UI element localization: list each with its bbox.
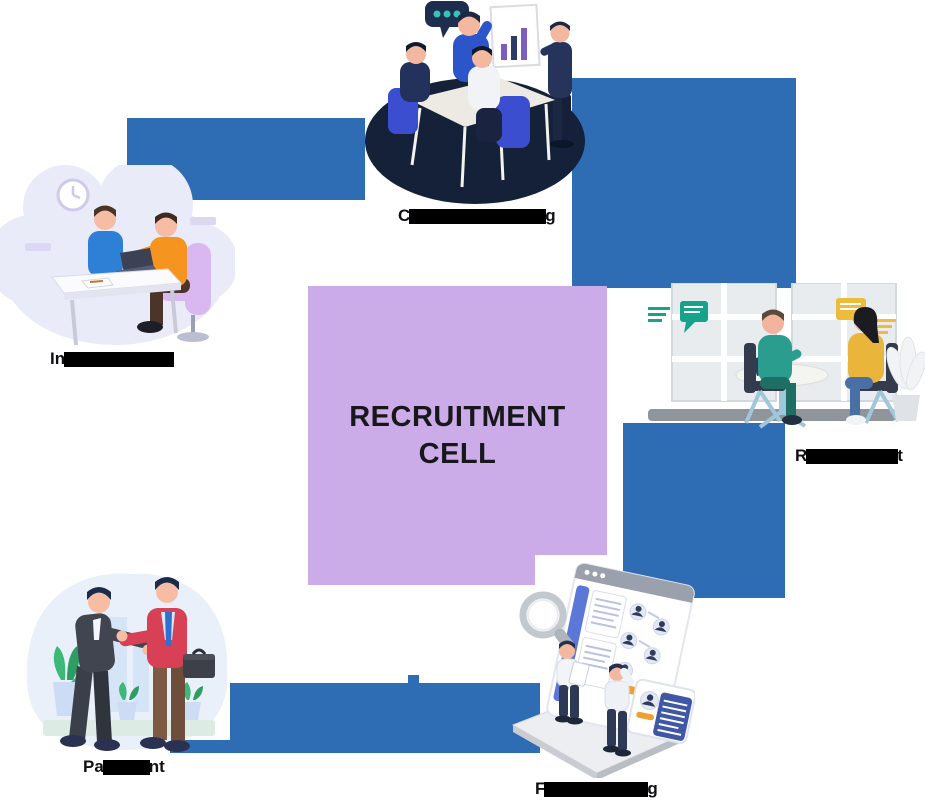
label-right-suffix: t (897, 446, 903, 465)
label-top-suffix: g (545, 206, 556, 225)
person-teal (744, 309, 802, 425)
clock-icon (56, 178, 90, 212)
plant (886, 336, 925, 421)
label-bottom-left-suffix: nt (148, 757, 165, 776)
connector-bottom-notch (408, 675, 419, 684)
presentation-board-icon (489, 3, 541, 69)
connector-bottom (230, 683, 540, 750)
redaction-bar (64, 351, 175, 367)
person-with-clipboard (555, 640, 590, 725)
candidate-screening-magnifier-illustration (511, 562, 695, 778)
candidate-card (626, 678, 695, 744)
label-bottom-center-prefix: F (535, 779, 546, 798)
handshake-placement-illustration (26, 573, 228, 752)
briefcase-icon (183, 648, 215, 678)
connector-bottom-strip (170, 740, 540, 753)
connector-right-middle (623, 423, 785, 598)
label-bottom-left-step: Pa nt (83, 757, 165, 777)
interview-at-desk-illustration (0, 165, 235, 346)
label-bottom-left-prefix: Pa (83, 757, 104, 776)
speech-bubble-teal-icon (648, 301, 708, 333)
redaction-bar (409, 208, 547, 224)
desk (51, 268, 183, 346)
label-top-prefix: C (398, 206, 411, 225)
connector-right-top (572, 78, 796, 288)
label-right-prefix: R (795, 446, 808, 465)
center-box-line1: RECRUITMENT (349, 401, 566, 434)
interviewer-person (88, 205, 132, 277)
label-left-prefix: In (50, 349, 66, 368)
presenter-person (540, 21, 574, 148)
center-box-line2: CELL (418, 437, 497, 470)
seated-person-left (388, 42, 430, 134)
label-bottom-center-suffix: g (647, 779, 658, 798)
label-left-step: In (50, 349, 175, 369)
recruitment-cell-box: RECRUITMENT CELL (308, 286, 607, 585)
team-meeting-presentation-illustration (365, 1, 585, 204)
redaction-bar (806, 448, 899, 464)
redaction-bar (544, 781, 649, 797)
person-back-view (603, 663, 634, 757)
redaction-bar (102, 759, 150, 775)
seated-person-right (468, 46, 530, 148)
businessman-red (116, 577, 215, 752)
two-people-discussion-table-illustration (648, 283, 925, 429)
plant-small-1 (117, 682, 139, 720)
